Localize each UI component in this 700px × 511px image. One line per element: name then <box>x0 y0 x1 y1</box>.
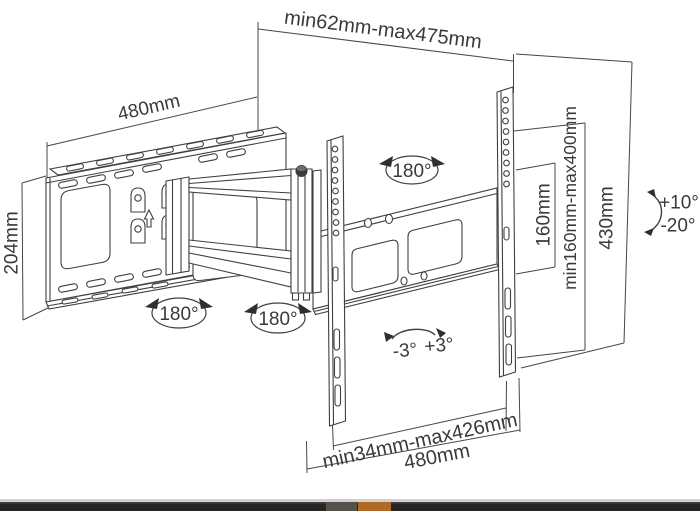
plate-top-slots <box>58 148 246 189</box>
wall-rail-slots <box>66 129 264 172</box>
dim-vesa-height: 160mm <box>534 183 555 246</box>
level-minus-label: -3° <box>392 339 418 362</box>
dim-vesa-height-range: min160mm-max400mm <box>560 106 580 290</box>
tilt-arrow-icon <box>644 189 663 236</box>
dim-extension-range: min62mm-max475mm <box>283 7 483 54</box>
tv-rail-left <box>326 135 347 427</box>
tv-bracket <box>290 86 517 427</box>
swivel-arrowhead-icon <box>199 298 213 309</box>
dim-wall-plate-width: 480mm <box>116 91 182 126</box>
footer-bar <box>0 499 700 511</box>
tv-rail-right <box>496 86 517 378</box>
arm-wall-bracket <box>165 176 190 276</box>
swivel-middle-label: 180° <box>258 309 297 330</box>
swivel-right-label: 180° <box>392 161 431 182</box>
dim-wall-plate-height: 204mm <box>2 211 23 274</box>
swivel-arrowhead-icon <box>298 303 312 314</box>
swivel-arrowhead-icon <box>145 298 159 309</box>
arm-hinge <box>290 164 322 301</box>
swivel-indicator-middle: 180° <box>244 302 312 334</box>
level-arrow-icon <box>384 328 446 342</box>
swivel-indicator-right: 180° <box>379 155 445 185</box>
footer-gray-segment <box>326 502 357 511</box>
swivel-arrowhead-icon <box>244 303 258 314</box>
swivel-arrowhead-icon <box>431 156 445 167</box>
plate-opening <box>60 183 111 270</box>
page-edge-line <box>0 499 700 502</box>
swivel-indicator-left: 180° <box>145 297 213 329</box>
flange-slots <box>61 281 169 305</box>
tilt-up-label: +10° <box>659 193 699 214</box>
swivel-left-label: 180° <box>159 304 198 325</box>
swivel-arrowhead-icon <box>379 156 393 167</box>
up-arrow-icon <box>143 208 155 228</box>
dim-bracket-height: 430mm <box>597 186 618 249</box>
dimension-lines <box>21 22 633 474</box>
level-plus-label: +3° <box>424 334 455 357</box>
articulating-arm <box>165 168 292 288</box>
tilt-down-label: -20° <box>660 216 695 237</box>
footer-orange-segment <box>358 502 391 511</box>
